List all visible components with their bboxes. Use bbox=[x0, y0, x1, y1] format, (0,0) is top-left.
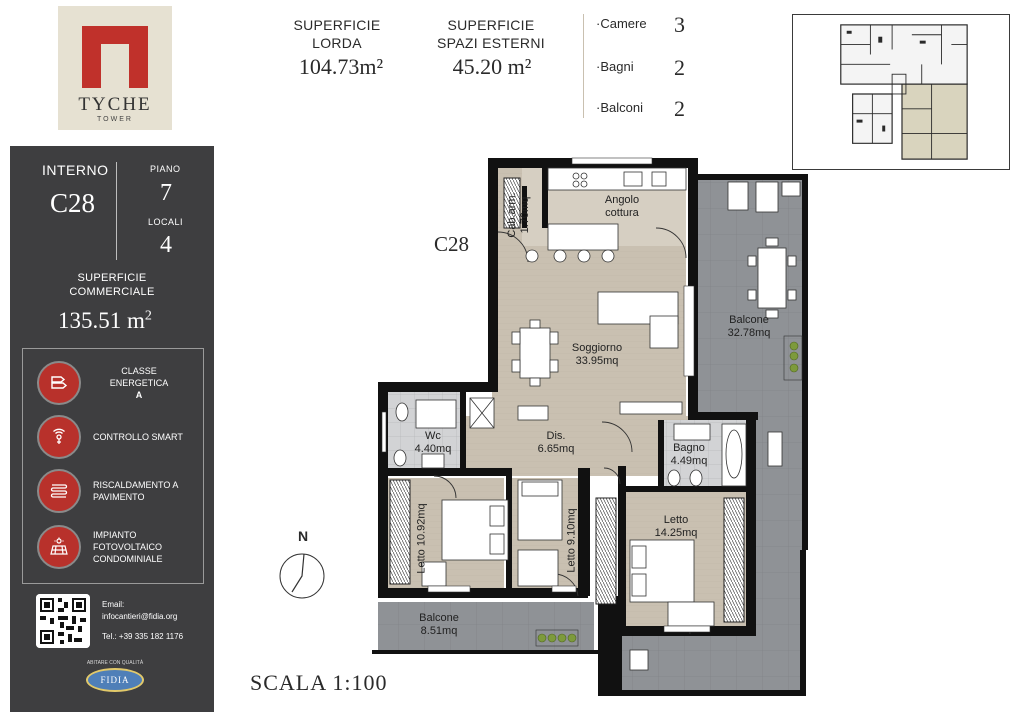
floor-heating-icon bbox=[37, 469, 81, 513]
room-balcone-est-line2: 32.78mq bbox=[727, 327, 771, 339]
superficie-commerciale-label-line2: COMMERCIALE bbox=[69, 286, 155, 298]
superficie-esterni-line1: SUPERFICIE bbox=[447, 17, 535, 33]
camere-value: 3 bbox=[674, 12, 685, 37]
room-balcone-est-line1: Balcone bbox=[729, 314, 769, 326]
room-angolo-cottura-line1: Angolo bbox=[604, 194, 640, 206]
key-plan bbox=[792, 14, 1010, 170]
room-letto-3: Letto 14.25mq bbox=[644, 514, 708, 540]
room-balcone-sud: Balcone 8.51mq bbox=[408, 612, 470, 638]
room-balcone-sud-line2: 8.51mq bbox=[420, 625, 458, 637]
room-bagno-line1: Bagno bbox=[673, 442, 705, 454]
feature-floor-heating: RISCALDAMENTO A PAVIMENTO bbox=[37, 469, 199, 513]
phone-number[interactable]: Tel.: +39 335 182 1176 bbox=[102, 632, 184, 641]
solar-panel-icon bbox=[37, 525, 81, 569]
balconi-label: ·Balconi bbox=[596, 100, 643, 115]
features-box: CLASSE ENERGETICA A CONTROLLO SMART RISC… bbox=[22, 348, 204, 584]
tyche-tower-logo: TYCHE TOWER bbox=[58, 6, 172, 130]
room-balcone-sud-line1: Balcone bbox=[419, 612, 459, 624]
room-wc-line2: 4.40mq bbox=[414, 443, 452, 455]
interno-value: C28 bbox=[50, 188, 96, 218]
feature-solar-label: IMPIANTO FOTOVOLTAICO CONDOMINIALE bbox=[93, 529, 163, 565]
north-label: N bbox=[298, 528, 309, 544]
room-letto-3-line1: Letto bbox=[663, 514, 689, 526]
feature-solar-line2: FOTOVOLTAICO bbox=[93, 542, 163, 552]
room-soggiorno: Soggiorno 33.95mq bbox=[556, 342, 638, 368]
fidia-logo: FIDIA bbox=[86, 668, 144, 692]
locali-label: LOCALI bbox=[148, 217, 184, 227]
scale-label: SCALA 1:100 bbox=[250, 670, 388, 695]
feature-floor-heating-line1: RISCALDAMENTO A bbox=[93, 480, 179, 490]
room-angolo-cottura: Angolo cottura bbox=[584, 194, 660, 220]
superficie-lorda-value: 104.73m² bbox=[298, 54, 384, 79]
superficie-commerciale-unit: 2 bbox=[144, 308, 152, 324]
feature-smart-control: CONTROLLO SMART bbox=[37, 415, 199, 459]
superficie-commerciale-label-line1: SUPERFICIE bbox=[77, 272, 147, 284]
room-bagno: Bagno 4.49mq bbox=[662, 442, 716, 468]
room-letto-3-line2: 14.25mq bbox=[654, 527, 698, 539]
feature-floor-heating-label: RISCALDAMENTO A PAVIMENTO bbox=[93, 479, 178, 503]
room-angolo-cottura-line2: cottura bbox=[605, 207, 639, 219]
info-panel: INTERNO C28 PIANO 7 LOCALI 4 SUPERFICIE … bbox=[10, 146, 214, 712]
room-balcone-est: Balcone 32.78mq bbox=[718, 314, 780, 340]
feature-solar-line1: IMPIANTO bbox=[93, 530, 137, 540]
room-letto-1: Letto 10.92mq bbox=[415, 503, 428, 574]
balconi-value: 2 bbox=[674, 96, 685, 121]
email-link[interactable]: infocantieri@fidia.org bbox=[102, 612, 178, 621]
superficie-commerciale-number: 135.51 m bbox=[58, 308, 145, 333]
apartment-label: C28 bbox=[434, 232, 470, 256]
room-soggiorno-line2: 33.95mq bbox=[575, 355, 619, 367]
room-letto-2: Letto 9.10mq bbox=[565, 508, 578, 573]
feature-floor-heating-line2: PAVIMENTO bbox=[93, 492, 145, 502]
superficie-commerciale-label: SUPERFICIE COMMERCIALE bbox=[10, 271, 214, 299]
room-soggiorno-line1: Soggiorno bbox=[571, 342, 623, 354]
room-bagno-line2: 4.49mq bbox=[670, 455, 708, 467]
feature-solar-line3: CONDOMINIALE bbox=[93, 554, 163, 564]
room-disimpegno: Dis. 6.65mq bbox=[528, 430, 584, 456]
bagni-value: 2 bbox=[674, 55, 685, 80]
energy-class-icon bbox=[37, 361, 81, 405]
room-cabina-armadio: Cab.arm. 1.70mq bbox=[506, 192, 531, 238]
locali-value: 4 bbox=[160, 232, 172, 258]
email-label: Email: bbox=[102, 600, 125, 609]
compass-icon bbox=[279, 553, 325, 599]
feature-energy-class: CLASSE ENERGETICA A bbox=[37, 361, 199, 405]
smart-control-icon bbox=[37, 415, 81, 459]
bagni-label: ·Bagni bbox=[596, 59, 634, 74]
room-wc: Wc 4.40mq bbox=[406, 430, 460, 456]
piano-value: 7 bbox=[160, 180, 172, 206]
panel-divider bbox=[116, 162, 117, 260]
superficie-esterni-line2: SPAZI ESTERNI bbox=[437, 35, 545, 51]
room-wc-line1: Wc bbox=[425, 430, 441, 442]
superficie-esterni-value: 45.20 m² bbox=[452, 54, 532, 79]
logo-subtitle: TOWER bbox=[97, 116, 133, 123]
superficie-lorda-label: SUPERFICIE LORDA bbox=[286, 16, 388, 52]
logo-name: TYCHE bbox=[78, 94, 152, 115]
feature-energy-class-line1: CLASSE ENERGETICA bbox=[109, 366, 169, 388]
room-disimpegno-line1: Dis. bbox=[546, 430, 566, 442]
interno-label: INTERNO bbox=[42, 162, 109, 178]
piano-label: PIANO bbox=[150, 164, 181, 174]
logo-mark-icon bbox=[82, 26, 148, 88]
floor-plan bbox=[372, 157, 808, 696]
feature-solar: IMPIANTO FOTOVOLTAICO CONDOMINIALE bbox=[37, 525, 199, 569]
camere-label: ·Camere bbox=[596, 16, 647, 31]
feature-energy-class-line2: A bbox=[135, 390, 143, 400]
superficie-lorda-line2: LORDA bbox=[312, 35, 362, 51]
feature-smart-control-label: CONTROLLO SMART bbox=[93, 432, 183, 442]
qr-code[interactable] bbox=[36, 594, 90, 648]
superficie-lorda-line1: SUPERFICIE bbox=[293, 17, 381, 33]
brand-tagline: ABITARE CON QUALITÀ bbox=[86, 660, 144, 666]
superficie-esterni-label: SUPERFICIE SPAZI ESTERNI bbox=[428, 16, 554, 52]
superficie-commerciale-value: 135.51 m2 bbox=[58, 308, 152, 334]
room-disimpegno-line2: 6.65mq bbox=[537, 443, 575, 455]
feature-energy-class-label: CLASSE ENERGETICA A bbox=[93, 365, 185, 401]
header-divider bbox=[583, 14, 584, 118]
